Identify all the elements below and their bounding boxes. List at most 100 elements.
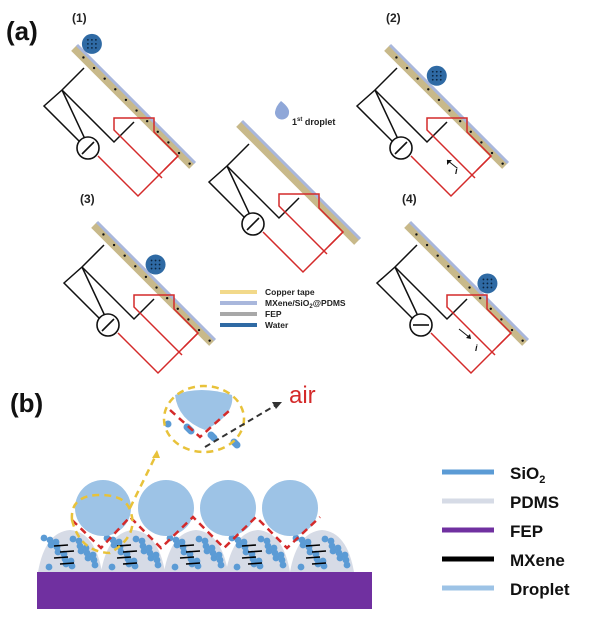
air-label: air (289, 382, 316, 409)
droplet-particle (154, 259, 157, 262)
legend-b-sub: 2 (539, 474, 545, 486)
legend-a-label: MXene/SiO2@PDMS (265, 298, 346, 310)
droplet-particle (431, 74, 434, 77)
device-step-2: i (355, 43, 510, 198)
inset-sio2-particle (207, 431, 215, 439)
sio2-particle (171, 563, 179, 571)
mxene-flake (122, 562, 138, 565)
circuit-black-wire (375, 244, 426, 332)
ammeter-needle (246, 217, 260, 231)
droplet-particle (91, 43, 93, 45)
air-escape-arrow (204, 404, 277, 448)
circuit-black-wire (81, 266, 155, 321)
circuit-red-wire (430, 294, 513, 375)
particle-dot (167, 141, 170, 144)
droplet-particle (158, 259, 161, 262)
particle-dot (82, 56, 85, 59)
droplet-particle (431, 70, 434, 73)
legend-b-label: PDMS (510, 493, 559, 512)
step-2-label: (2) (386, 11, 401, 25)
ammeter-needle (394, 141, 408, 155)
current-arrow-head (466, 334, 471, 339)
sio2-particle (234, 536, 242, 544)
droplet-particle (154, 263, 157, 266)
droplet-particle (439, 70, 442, 73)
circuit-black-wire (394, 266, 468, 321)
coating-strip (408, 220, 530, 342)
particle-dot (197, 328, 201, 332)
droplet-particle (435, 74, 438, 77)
particle-dot (501, 162, 504, 165)
device-step-4: i (375, 220, 530, 375)
legend-a-label: Water (265, 320, 289, 330)
pdms-bump (290, 530, 354, 572)
sio2-particle (240, 538, 248, 546)
sio2-particle (215, 551, 223, 559)
sio2-particle (45, 563, 53, 571)
circuit-black-wire (374, 89, 448, 144)
droplet-particle (482, 278, 485, 281)
particle-dot (112, 243, 116, 247)
circuit-red-wire (476, 155, 492, 171)
mxene-flake (241, 544, 257, 547)
coating-strip (240, 119, 362, 241)
particle-dot (448, 109, 451, 112)
mxene-flake (247, 550, 263, 553)
sio2-particle (195, 535, 203, 543)
panel-a-label: (a) (6, 16, 38, 46)
particle-dot (177, 151, 181, 155)
particle-dot (102, 233, 105, 236)
droplet-particle (486, 286, 489, 289)
particle-dot (489, 307, 492, 310)
particle-dot (458, 119, 462, 123)
particle-dot (187, 318, 190, 321)
ammeter-needle (101, 318, 115, 332)
coating-strip (75, 43, 197, 165)
mxene-flake (311, 550, 327, 553)
droplet-particle (150, 267, 153, 270)
zoom-region (70, 493, 134, 555)
circuit-black-wire (207, 143, 258, 231)
droplet-particle (87, 43, 89, 45)
particle-dot (510, 328, 514, 332)
particle-dot (176, 307, 179, 310)
droplet-particle (435, 70, 438, 73)
particle-dot (425, 243, 429, 247)
droplet-particle (490, 286, 493, 289)
current-arrow-head (447, 160, 452, 165)
droplet-particle (150, 259, 153, 262)
legend-a-sub: 2 (309, 304, 313, 310)
droplet-particle (482, 286, 485, 289)
droplet-sphere (262, 480, 318, 536)
particle-dot (447, 265, 450, 268)
fep-substrate (37, 572, 372, 609)
circuit-black-wire (62, 244, 113, 332)
particle-dot (188, 162, 191, 165)
particle-dot (415, 233, 418, 236)
mxene-flake (311, 562, 327, 565)
sio2-particle (334, 544, 342, 552)
particle-dot (156, 130, 159, 133)
mxene-flake (305, 544, 321, 547)
mxene-flake (53, 556, 69, 559)
legend-a-label: Copper tape (265, 287, 315, 297)
legend-a-label: FEP (265, 309, 282, 319)
sio2-particle (321, 535, 329, 543)
sio2-particle (82, 544, 90, 552)
mxene-flake (53, 544, 69, 547)
pdms-bump (226, 530, 290, 572)
step-4-label: (4) (402, 192, 417, 206)
particle-dot (416, 77, 419, 80)
circuit-red-wire (410, 117, 493, 198)
droplet-particle (87, 39, 89, 41)
legend-b-label: MXene (510, 551, 565, 570)
device-step-1 (42, 33, 197, 198)
droplet-particle (490, 282, 493, 285)
coating-strip (388, 43, 510, 165)
particle-dot (114, 88, 117, 91)
droplet-icon (274, 101, 290, 120)
mxene-flake (59, 562, 75, 565)
step-1-label: (1) (72, 11, 87, 25)
particle-dot (490, 151, 494, 155)
particle-dot (145, 119, 149, 123)
